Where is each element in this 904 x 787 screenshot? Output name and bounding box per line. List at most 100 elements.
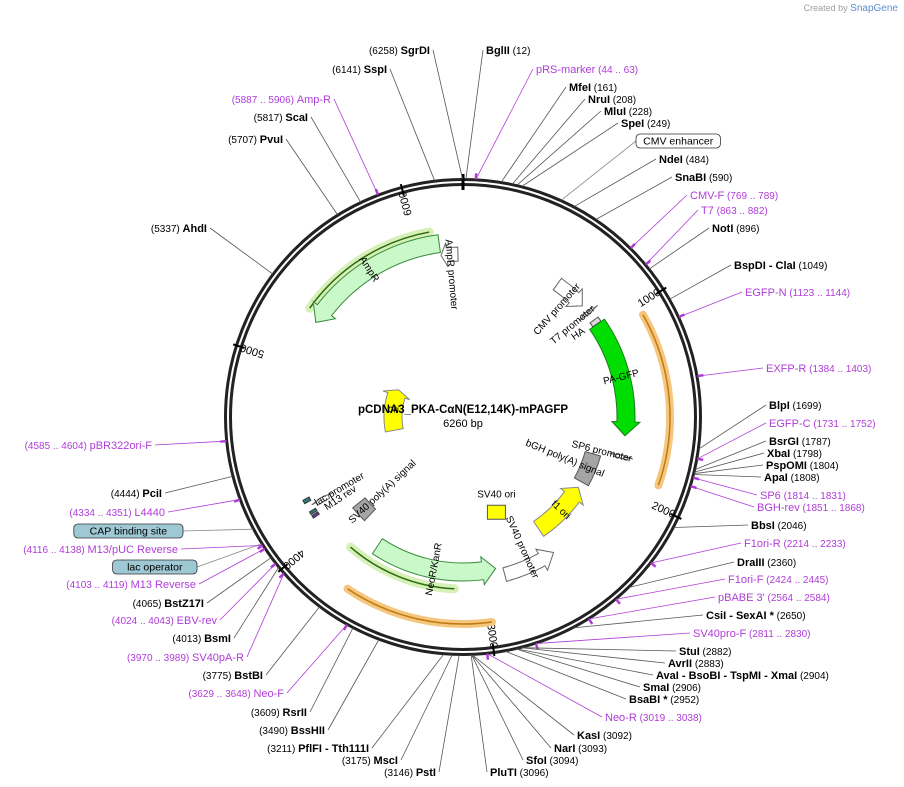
primer-m13-puc-reverse-pos: (4116 .. 4138) [23,545,87,556]
site-ndei-pos: (484) [683,155,709,166]
site-apai-name: ApaI [764,472,788,484]
feature-ampr [312,234,441,323]
site-avrii-leader [521,647,666,664]
site-bsabi-pos: (2952) [668,695,700,706]
site-msci-pos: (3175) [342,756,374,767]
site-nari-leader [471,654,552,749]
site-mfei-leader [500,86,567,183]
primer-pbabe-3-pos: (2564 .. 2584) [765,593,830,604]
primer-sv40pa-r-mark [278,572,285,579]
primer-pbr322ori-f-name: pBR322ori-F [90,440,153,452]
site-ndei-leader [573,158,657,207]
primer-m13-puc-reverse: (4116 .. 4138) M13/pUC Reverse [23,544,178,556]
primer-neo-r-leader [487,653,603,718]
highlight-arc-green-core [309,231,430,309]
primer-sp6-mark [692,476,700,481]
primer-neo-r-name: Neo-R [605,712,637,724]
lac-operator-label: lac operator [127,562,183,574]
site-mlui-pos: (228) [626,107,652,118]
site-sfoi: SfoI (3094) [526,755,578,767]
primer-egfp-c: EGFP-C (1731 .. 1752) [769,418,876,430]
site-mfei-pos: (161) [591,83,617,94]
site-pluti-leader [470,654,488,773]
site-snabi-leader [595,176,673,220]
site-apai-pos: (1808) [788,473,820,484]
site-pcii-name: PciI [142,488,162,500]
primer-l4440-mark [233,498,241,503]
site-bsmi-leader [233,567,279,639]
primer-exfp-r-pos: (1384 .. 1403) [806,364,871,375]
ruler-label: 5000 [239,341,266,360]
primer-amp-r-pos: (5887 .. 5906) [232,95,297,106]
site-nari: NarI (3093) [554,743,607,755]
site-sspi: (6141) SspI [332,64,387,76]
primer-f1ori-f-pos: (2424 .. 2445) [763,575,828,586]
site-mfei-name: MfeI [569,82,591,94]
site-bspdi-clai-name: BspDI - ClaI [734,260,796,272]
primer-bgh-rev-mark [690,485,697,490]
site-bbsi-leader [673,524,749,528]
ruler-label: 3000 [484,623,499,649]
site-rsrii-pos: (3609) [251,708,283,719]
site-bsrgi-name: BsrGI [769,436,799,448]
site-spei-name: SpeI [621,118,644,130]
site-noti: NotI (896) [712,223,760,235]
primer-sp6: SP6 (1814 .. 1831) [760,490,846,502]
primer-f1ori-f-leader [615,578,726,600]
feature-sv40-ori [486,504,506,520]
primer-prs-marker-leader [475,68,534,180]
primer-egfp-c-pos: (1731 .. 1752) [811,419,876,430]
site-bglii-pos: (12) [510,46,531,57]
site-pspomi-name: PspOMI [766,460,807,472]
site-nrui: NruI (208) [588,94,636,106]
site-bstz17i-leader [206,557,272,604]
site-rsrii: (3609) RsrII [251,707,307,719]
site-avai-bsobi-tspmi-xmai: AvaI - BsoBI - TspMI - XmaI (2904) [656,670,829,682]
primer-exfp-r-leader [697,367,764,377]
site-bglii: BglII (12) [486,45,530,57]
site-psti: (3146) PstI [384,767,436,779]
site-snabi: SnaBI (590) [675,172,732,184]
site-bsabi-name: BsaBI * [629,694,668,706]
cap-binding-site-label: CAP binding site [90,526,168,538]
site-sfoi-name: SfoI [526,755,547,767]
site-bbsi: BbsI (2046) [751,520,807,532]
primer-t7-pos: (863 .. 882) [714,206,768,217]
plasmid-name: pCDNA3_PKA-CαN(E12,14K)-mPAGFP [358,404,568,416]
site-csii-sexai-pos: (2650) [774,611,806,622]
site-pflfi-tth111i-name: PflFI - Tth111I [298,743,369,755]
site-csii-sexai-name: CsiI - SexAI * [706,610,775,622]
site-nrui-name: NruI [588,94,610,106]
primer-egfp-n-pos: (1123 .. 1144) [787,288,851,299]
site-bbsi-name: BbsI [751,520,775,532]
site-pcii-leader [164,475,233,494]
site-sgrdi-pos: (6258) [369,46,401,57]
site-avrii: AvrII (2883) [668,658,724,670]
site-bsabi-leader [505,650,627,700]
site-bstbi-name: BstBI [234,670,263,682]
site-avai-bsobi-tspmi-xmai-pos: (2904) [797,671,829,682]
site-bglii-leader [465,49,484,180]
site-avai-bsobi-tspmi-xmai-name: AvaI - BsoBI - TspMI - XmaI [656,670,797,682]
primer-pbabe-3-mark [587,618,594,625]
site-scai-leader [310,116,361,203]
primer-bgh-rev-pos: (1851 .. 1868) [800,503,865,514]
primer-t7-name: T7 [701,205,714,217]
primer-bgh-rev-name: BGH-rev [757,502,800,514]
site-bstz17i-name: BstZ17I [164,598,204,610]
primer-neo-r-pos: (3019 .. 3038) [637,713,702,724]
site-bstbi-leader [265,606,320,676]
site-pluti: PluTI (3096) [490,767,549,779]
site-nrui-pos: (208) [610,95,636,106]
ruler-tick [655,286,667,295]
primer-f1ori-f-name: F1ori-F [728,574,764,586]
primer-neo-f-mark [342,624,348,631]
site-csii-sexai: CsiI - SexAI * (2650) [706,610,806,622]
site-noti-name: NotI [712,223,733,235]
site-blpi-pos: (1699) [790,401,822,412]
site-sgrdi-name: SgrDI [401,45,430,57]
primer-ebv-rev-leader [219,563,276,621]
primer-neo-r: Neo-R (3019 .. 3038) [605,712,702,724]
